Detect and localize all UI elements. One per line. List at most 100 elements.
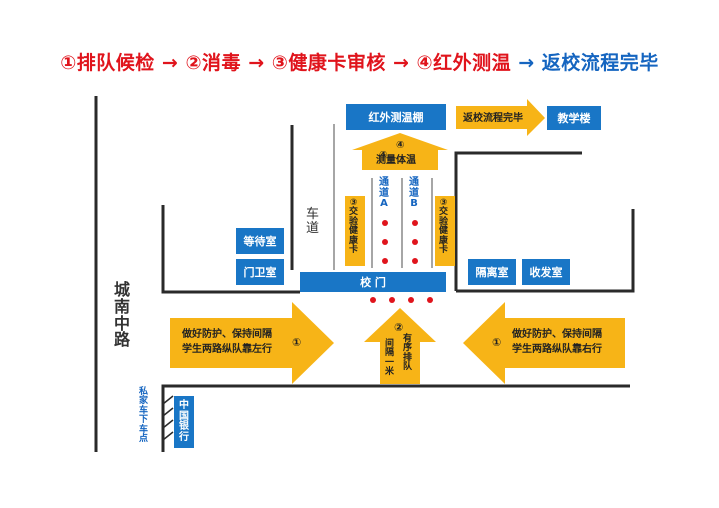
left-arrow-text-2: 学生两路纵队靠左行 [182,342,272,355]
right-block-bottom [456,209,635,293]
road-inner-left [161,205,300,294]
right-block-top [454,151,582,291]
channel-a-dot [382,239,388,245]
vertical-char: 行 [179,431,189,443]
vertical-char: 间 [385,339,395,349]
parking-hatch [162,407,174,417]
vertical-char: 健 [439,226,449,237]
vertical-char: 验 [349,216,359,227]
measure-arrow-label: 测量体温 [376,153,416,166]
vertical-char: 通 [409,177,419,188]
bank: 中国银行 [174,396,194,448]
guard-room: 门卫室 [236,259,284,285]
vertical-char: 中 [114,313,131,333]
road-name: 城南中路 [114,280,131,350]
gate-dot [389,297,395,303]
vertical-char: 城 [114,280,131,299]
done-arrow [456,99,545,136]
gate-dot [408,297,414,303]
vertical-char: 康 [439,235,449,246]
vertical-char: 道 [379,187,389,199]
channel-a-dot [382,258,388,264]
title-arrow-2: → [248,52,265,74]
measure-arrow-num: ④ [379,150,387,161]
vertical-char: 有 [403,334,413,344]
vertical-char: A [380,198,388,209]
vertical-char: 下 [139,415,149,426]
vertical-char: 车 [306,207,320,222]
vertical-char: 健 [349,226,359,237]
channel-b-dot [412,220,418,226]
vertical-char: 路 [114,330,131,350]
vertical-char: 卡 [439,245,449,256]
road-bottom-edge [161,384,630,452]
vertical-char: 国 [179,410,189,422]
infrared-booth: 红外测温棚 [346,104,446,130]
channel-a-dot [382,220,388,226]
measure-temp-arrow [352,133,448,170]
right-queue-arrow [463,302,625,384]
vertical-char: 通 [379,177,389,188]
process-title: ①排队候检 → ②消毒 → ③健康卡审核 → ④红外测温 → 返校流程完毕 [0,48,719,75]
parking-hatch [162,419,174,429]
parking-hatch [162,395,174,405]
center-arrow-col-1: 间隔一米 [385,339,395,378]
vertical-char: 道 [306,220,320,236]
title-step-5: 返校流程完毕 [541,52,659,74]
waiting-room: 等待室 [236,228,284,254]
vertical-char: 一 [385,357,395,368]
isolation-room: 隔离室 [468,259,516,285]
left-arrow-text-1: 做好防护、保持间隔 [181,327,272,340]
health-card-box-left [345,196,365,266]
vertical-char: 队 [403,362,413,373]
vertical-char: 卡 [349,245,359,256]
right-arrow-text-2: 学生两路纵队靠右行 [512,342,602,355]
title-step-2: ②消毒 [185,52,242,74]
gate-dot [370,297,376,303]
title-arrow-3: → [392,52,410,74]
vertical-char: 银 [179,421,189,432]
measure-arrow-num-top: ④ [396,140,404,151]
left-arrow-num: ① [292,336,301,349]
vertical-char: 米 [385,367,395,378]
right-arrow-text-1: 做好防护、保持间隔 [511,327,602,340]
bank-label: 中国银行 [179,400,189,443]
teaching-building: 教学楼 [547,106,601,130]
vertical-char: 车 [139,424,149,435]
lane-label: 车道 [306,208,319,235]
vertical-char: 康 [349,235,359,246]
vertical-char: 南 [114,296,131,316]
title-step-4: ④红外测温 [416,52,512,74]
vertical-char: 交 [439,207,449,218]
vertical-char: 排 [403,352,413,363]
parking-hatch [162,431,174,441]
vertical-char: B [410,198,418,209]
vertical-char: 道 [409,187,419,199]
vertical-char: 车 [139,405,149,416]
mail-room: 收发室 [522,259,570,285]
health-card-box-right [435,196,455,266]
vertical-char: 隔 [385,348,395,359]
channel-b-dot [412,239,418,245]
center-arrow-num: ② [394,321,403,334]
vertical-char: 中 [179,400,189,411]
vertical-char: 私 [139,387,149,397]
vertical-char: 交 [349,207,359,218]
vertical-char: 序 [403,343,413,354]
left-queue-arrow [170,302,334,384]
title-step-1: ①排队候检 [60,52,155,74]
vertical-char: 家 [139,396,149,407]
vertical-char: 点 [139,434,149,445]
vertical-char: ③ [439,198,448,208]
vertical-char: ③ [349,198,358,208]
channel-b-dot [412,258,418,264]
center-arrow-col-2: 有序排队 [403,334,413,373]
school-gate: 校 门 [300,272,446,292]
gate-dot [427,297,433,303]
